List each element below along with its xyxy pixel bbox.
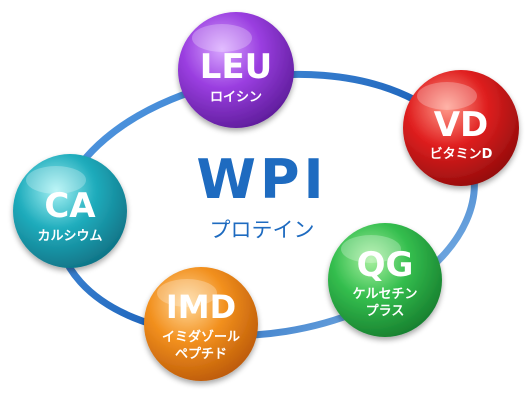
node-leu: LEU ロイシン [178,12,294,128]
node-qg-abbr: QG [357,245,414,285]
node-ca-highlight [26,166,86,194]
node-leu-abbr: LEU [200,47,273,87]
center-title: WPI [196,148,327,211]
node-vd-abbr: VD [434,105,489,145]
node-imd-abbr: IMD [166,288,236,326]
node-qg-highlight [341,235,401,263]
node-qg: QG ケルセチン プラス [328,223,442,337]
node-ca-name: カルシウム [37,229,102,244]
node-imd-highlight [157,279,217,307]
node-qg-name-line1: ケルセチン [352,287,417,302]
node-qg-name-line2: プラス [366,304,405,319]
node-vd-name: ビタミンD [430,146,493,162]
node-imd-name-line1: イミダゾール [162,329,240,345]
node-ca: CA カルシウム [13,154,127,268]
node-leu-highlight [192,24,252,52]
node-ca-abbr: CA [44,186,96,226]
node-vd-highlight [417,82,477,110]
node-vd: VD ビタミンD [403,70,519,186]
node-imd: IMD イミダゾール ペプチド [144,267,258,381]
node-imd-name-line2: ペプチド [175,347,227,362]
node-leu-name: ロイシン [210,90,262,105]
center-subtitle: プロテイン [210,218,315,242]
